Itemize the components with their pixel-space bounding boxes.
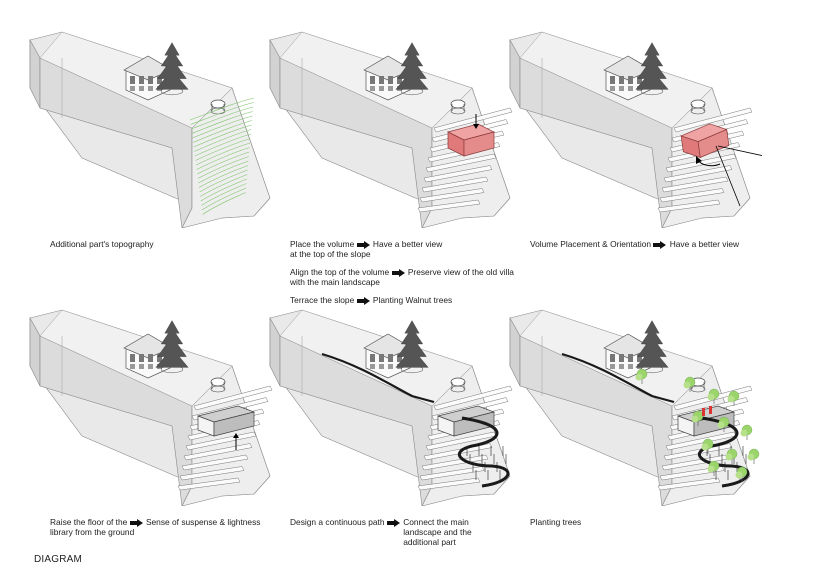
- planted-tree: [707, 388, 720, 404]
- arrow-right-icon: [356, 240, 371, 249]
- panel-4-drawing: [29, 309, 273, 506]
- arrow-right-icon: [129, 518, 144, 527]
- caption-cause-line2: with the main landscape: [290, 277, 380, 287]
- caption-effect-line3: additional part: [403, 537, 456, 547]
- planted-tree: [747, 448, 760, 464]
- site-slope-face: [181, 87, 271, 228]
- caption-cause: Raise the floor of the: [50, 517, 128, 527]
- old-villa: [603, 333, 653, 379]
- caption-cause: Place the volume: [290, 239, 355, 249]
- up-arrow-icon: [233, 433, 239, 450]
- library-volume: [436, 405, 496, 437]
- marker: [702, 408, 705, 416]
- caption-cause-line2: at the top of the slope: [290, 249, 371, 259]
- caption-planting-trees: Planting trees: [530, 517, 581, 527]
- site-slope-face: [661, 87, 751, 228]
- gazebo: [210, 377, 226, 393]
- site-block: [509, 31, 762, 228]
- topography-contours: [189, 97, 255, 215]
- caption-place-volume: Place the volume Have a better view at t…: [290, 239, 442, 259]
- pine-tree: [155, 320, 189, 374]
- panel-6-drawing: [509, 309, 760, 506]
- arrow-right-icon: [386, 518, 401, 527]
- diagram-panel-4: [22, 306, 282, 506]
- caption-cause: Terrace the slope: [290, 295, 355, 305]
- site-slope-face: [181, 365, 271, 506]
- arrow-right-icon: [356, 296, 371, 305]
- down-arrow-icon: [473, 114, 479, 129]
- old-villa: [123, 55, 173, 101]
- caption-effect: Planting Walnut trees: [372, 295, 453, 305]
- pine-tree: [635, 42, 669, 96]
- arrow-right-icon: [391, 268, 406, 277]
- caption-effect: Have a better view: [372, 239, 443, 249]
- planted-tree: [717, 416, 730, 432]
- site-block: [509, 309, 760, 506]
- caption-cause: Align the top of the volume: [290, 267, 390, 277]
- pine-tree: [395, 42, 429, 96]
- diagram-panel-6: [502, 306, 762, 506]
- library-volume: [196, 405, 256, 437]
- caption-effect-line2: landscape and the: [403, 527, 472, 537]
- planted-tree: [707, 460, 720, 476]
- site-block: [29, 309, 273, 506]
- site-slope-face: [421, 87, 511, 228]
- gazebo: [690, 99, 706, 115]
- diagram-panel-2: [262, 28, 522, 228]
- caption-raise-floor: Raise the floor of the Sense of suspense…: [50, 517, 260, 537]
- planted-tree: [735, 466, 748, 482]
- site-block: [29, 31, 271, 228]
- caption-cause-line2: library from the ground: [50, 527, 135, 537]
- panel-5-drawing: [269, 309, 513, 506]
- continuous-path: [321, 352, 510, 488]
- caption-terrace-slope: Terrace the slope Planting Walnut trees: [290, 295, 452, 305]
- marker: [709, 406, 712, 414]
- planted-tree: [740, 424, 753, 440]
- figure-title: DIAGRAM: [34, 554, 83, 565]
- caption-text: Additional part's topography: [50, 239, 154, 249]
- site-block: [269, 309, 513, 506]
- old-villa: [123, 333, 173, 379]
- caption-topography: Additional part's topography: [50, 239, 154, 249]
- caption-effect: Connect the main: [403, 517, 469, 527]
- site-block: [269, 31, 513, 228]
- caption-effect: Have a better view: [669, 239, 740, 249]
- caption-text: Planting trees: [530, 517, 582, 527]
- diagram-panel-3: [502, 28, 762, 228]
- pine-tree: [635, 320, 669, 374]
- planted-tree: [701, 438, 714, 454]
- planted-tree: [727, 390, 740, 406]
- caption-effect: Sense of suspense & lightness: [145, 517, 261, 527]
- caption-effect: Preserve view of the old villa: [407, 267, 514, 277]
- diagram-panel-1: [22, 28, 282, 228]
- panel-1-drawing: [29, 31, 271, 228]
- planted-tree: [691, 410, 704, 426]
- planted-tree: [725, 448, 738, 464]
- caption-align-volume: Align the top of the volume Preserve vie…: [290, 267, 514, 287]
- panel-3-drawing: [509, 31, 762, 228]
- gazebo: [450, 377, 466, 393]
- library-volume: [447, 123, 495, 157]
- arrow-right-icon: [653, 240, 667, 249]
- caption-cause: Volume Placement & Orientation: [530, 239, 652, 249]
- panel-2-drawing: [269, 31, 513, 228]
- caption-cause: Design a continuous path: [290, 517, 385, 527]
- pine-tree: [395, 320, 429, 374]
- gazebo: [450, 99, 466, 115]
- orientation-indicator: [696, 145, 762, 207]
- caption-continuous-path: Design a continuous path Connect the mai…: [290, 517, 472, 547]
- library-volume: [680, 123, 730, 158]
- planted-tree: [683, 376, 696, 392]
- diagram-panel-5: [262, 306, 522, 506]
- pine-tree: [155, 42, 189, 96]
- old-villa: [363, 333, 413, 379]
- terraced-stairs: [177, 385, 273, 491]
- caption-volume-placement: Volume Placement & Orientation Have a be…: [530, 239, 739, 249]
- planted-tree: [635, 368, 648, 384]
